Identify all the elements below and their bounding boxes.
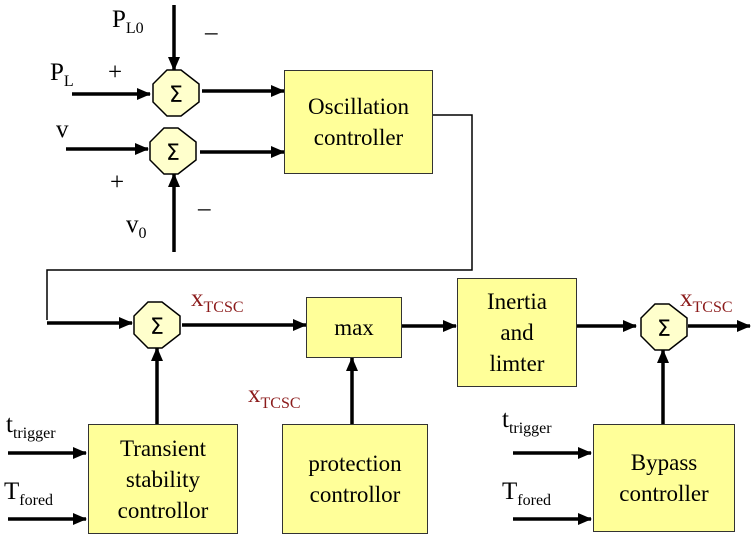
t-fored-1-label: Tfored [4,478,54,509]
max-block: max [306,297,402,358]
oscillation-controller-block: Oscillation controller [284,70,433,174]
v-label: v [56,116,69,143]
summer-4: Σ [640,303,688,351]
pl-label: PL [50,59,74,90]
bypass-line-2: controller [619,481,709,506]
transient-line-1: Transient [119,435,207,461]
summer-1-symbol: Σ [169,83,183,108]
inertia-line-3: limter [489,351,545,376]
summer-2: Σ [149,127,197,175]
max-label: max [334,315,374,340]
sigma-octagon-icon [640,303,688,351]
v0-label: v0 [126,211,147,242]
pl0-label: PL0 [112,6,144,37]
s2-plus-sign: + [110,169,125,196]
s1-plus-sign: + [108,59,123,86]
oscillation-line-2: controller [313,125,404,150]
transient-stability-controller-block: Transient stability controllor [88,424,238,534]
t-trigger-1-label: ttrigger [6,411,56,442]
s2-minus-sign: – [198,195,211,222]
inertia-line-1: Inertia [486,289,547,314]
protection-controller-block: protection controllor [282,424,428,534]
protection-line-2: controllor [309,482,401,507]
x-tcsc-summer3-label: xTCSC [191,285,244,316]
summer-1: Σ [152,69,200,117]
x-tcsc-output-label: xTCSC [680,285,733,316]
summer-3: Σ [133,301,181,349]
bypass-line-1: Bypass [630,450,698,475]
osc-output-wire [46,114,473,320]
oscillation-line-1: Oscillation [308,94,409,119]
inertia-line-2: and [500,320,534,345]
sigma-octagon-icon [133,301,181,349]
sigma-octagon-icon [149,127,197,175]
t-fored-2-label: Tfored [502,478,552,509]
t-trigger-2-label: ttrigger [502,406,552,437]
summer-2-symbol: Σ [166,141,180,166]
transient-line-2: stability [125,466,201,492]
summer-3-symbol: Σ [150,315,164,340]
bypass-controller-block: Bypass controller [593,424,735,532]
inertia-limiter-block: Inertia and limter [457,278,577,387]
x-tcsc-protection-label: xTCSC [248,381,301,412]
sigma-octagon-icon [152,69,200,117]
summer-4-symbol: Σ [657,317,671,342]
protection-line-1: protection [308,451,402,476]
transient-line-3: controllor [117,497,209,523]
s1-minus-sign: – [205,19,218,46]
